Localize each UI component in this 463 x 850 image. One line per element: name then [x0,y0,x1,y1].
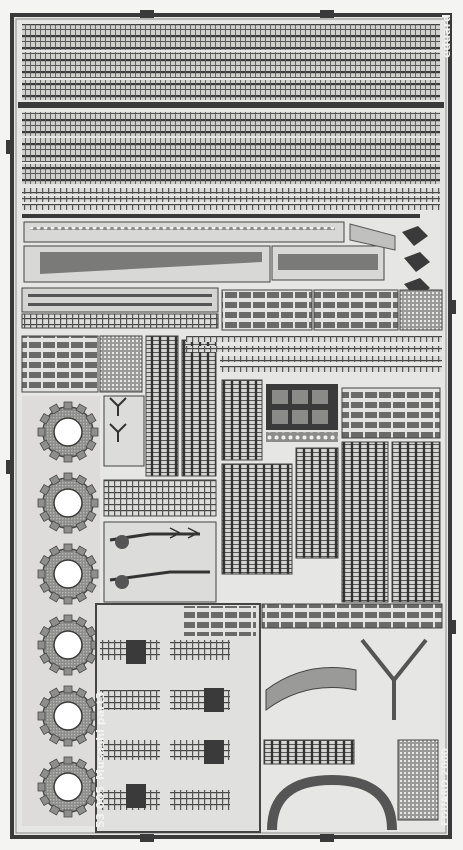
copyright-label: EDUARD 2000 [440,748,451,826]
right-ladder-stack [221,387,441,603]
brand-mark: eduard [440,14,453,58]
ladder-column-group [103,335,217,477]
fret-tab-group [6,10,456,842]
railing-strip-group [18,24,444,210]
title-label: Musashi part3 [94,692,107,780]
center-panel-block [221,379,338,461]
gear-column [22,396,100,826]
lower-assembly-block [95,603,261,833]
long-rail-group [186,336,442,372]
curved-part-group [261,603,443,831]
boom-part-group [103,479,217,603]
small-parts-block-left [21,335,143,393]
catalog-label: 53 005 [94,786,107,828]
mid-strip-group [21,287,443,331]
hull-strip-group [22,214,430,298]
